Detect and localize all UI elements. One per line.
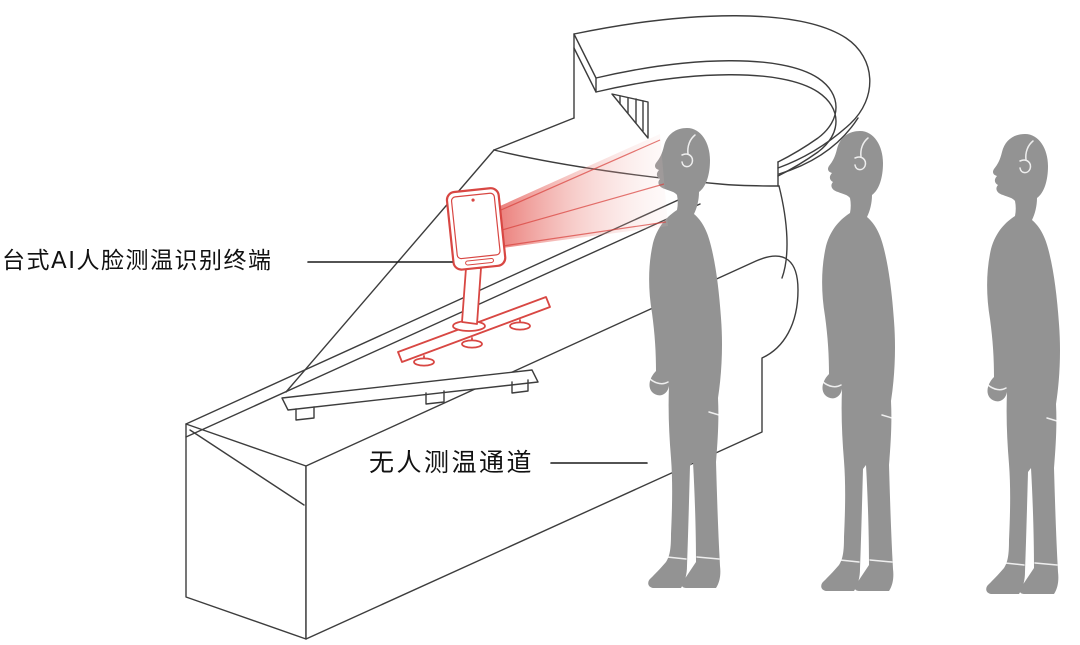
label-terminal: 台式AI人脸测温识别终端 (2, 248, 273, 274)
queue-person-2 (820, 130, 896, 592)
counter-end-panel (185, 423, 307, 640)
camera-dot-icon (471, 198, 475, 202)
suction-cup (461, 337, 483, 349)
support-bracket-hatch (611, 93, 649, 139)
queue-person-3 (985, 133, 1061, 595)
device-screen (445, 187, 507, 271)
curved-bar-top (573, 15, 871, 187)
queue-people (647, 127, 1061, 595)
ai-face-temperature-terminal (397, 187, 551, 367)
counter-ledge (281, 369, 539, 421)
label-channel: 无人测温通道 (369, 448, 535, 477)
temperature-scan-beam (500, 134, 668, 248)
device-stand (452, 267, 486, 332)
suction-cup (413, 355, 435, 367)
suction-cup (509, 319, 531, 331)
